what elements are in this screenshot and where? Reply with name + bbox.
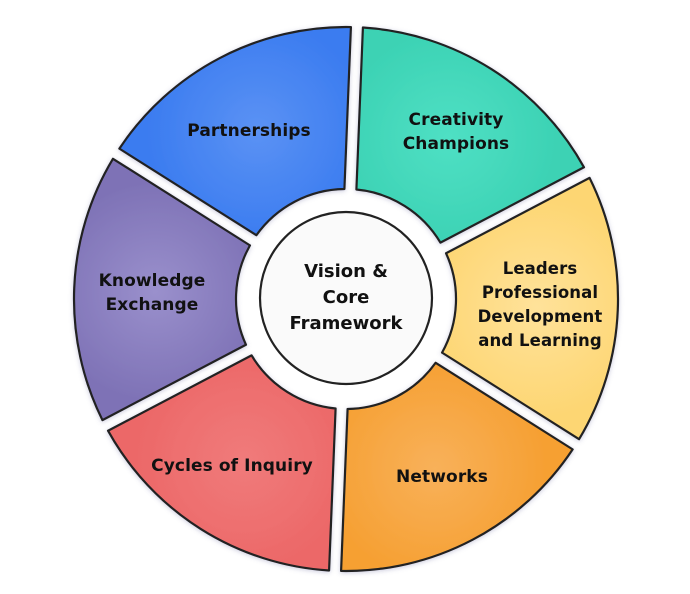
segment-networks	[339, 361, 574, 573]
segment-leaders-professional-development	[440, 176, 620, 441]
segment-cycles-of-inquiry	[106, 354, 337, 572]
segment-creativity-champions	[355, 26, 586, 244]
segment-partnerships	[118, 25, 353, 237]
center-circle	[258, 210, 434, 386]
wheel-segments	[72, 25, 620, 573]
segment-knowledge-exchange	[72, 157, 252, 422]
